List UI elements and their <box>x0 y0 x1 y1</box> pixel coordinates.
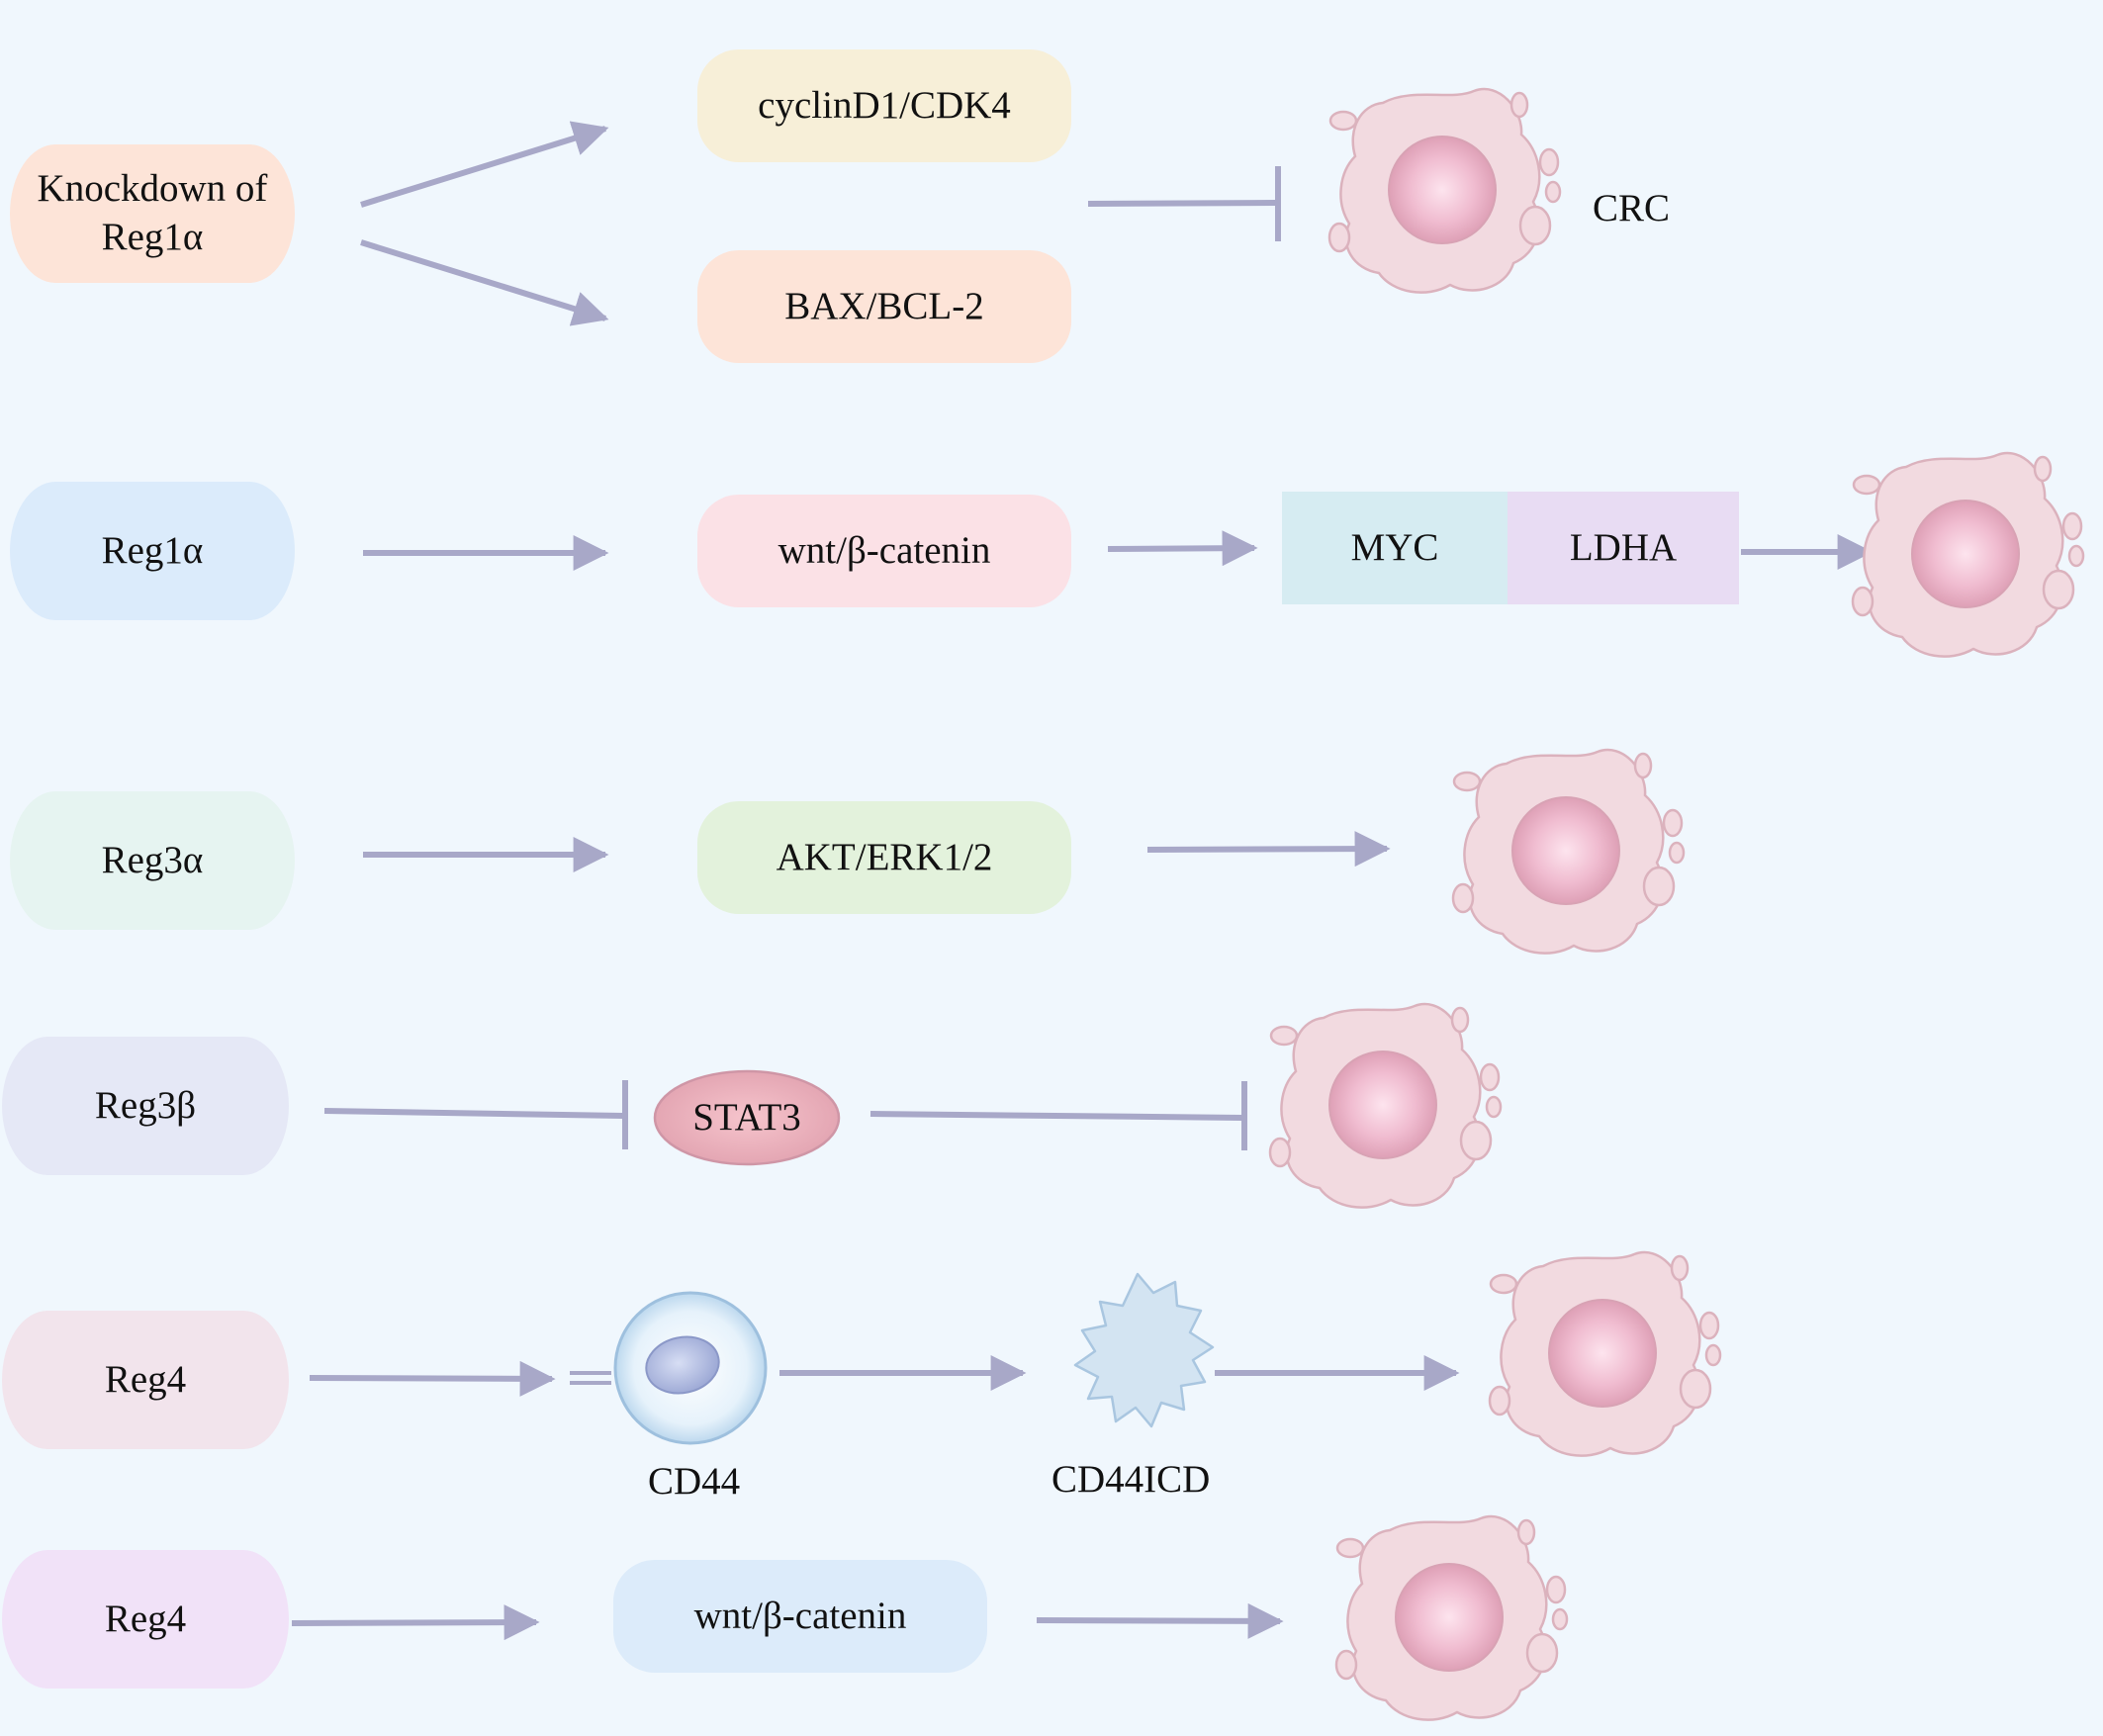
inhibit-line-stat3 <box>869 1111 1243 1121</box>
source-reg3b: Reg3β <box>2 1037 289 1175</box>
source-reg4-wnt: Reg4 <box>2 1550 289 1689</box>
tumor-cell-icon <box>1488 1250 1722 1457</box>
crc-label: CRC <box>1593 187 1671 229</box>
cd44icd-label: CD44ICD <box>1052 1458 1211 1501</box>
tumor-cell-icon <box>1334 1514 1569 1721</box>
cd44-label: CD44 <box>648 1460 741 1503</box>
node-wnt-beta-catenin-row6: wnt/β-catenin <box>613 1560 987 1673</box>
tumor-cell-icon <box>1327 87 1562 294</box>
arrow-reg1a-kd-to-bax <box>360 239 609 326</box>
tumor-cell-icon <box>1451 748 1686 955</box>
stat3-node <box>653 1069 841 1166</box>
node-cyclind1-cdk4: cyclinD1/CDK4 <box>697 49 1071 162</box>
source-reg4: Reg4 <box>2 1311 289 1449</box>
arrow-reg4-to-wnt <box>291 1604 540 1641</box>
arrow-akt-to-cell <box>1146 831 1391 868</box>
arrow-reg1a-kd-to-cyclind1 <box>360 121 609 208</box>
node-akt-erk: AKT/ERK1/2 <box>697 801 1071 914</box>
arrow-wnt-to-cell-row6 <box>1036 1602 1284 1639</box>
tumor-cell-icon <box>1851 451 2085 658</box>
inhibit-line-row1 <box>1087 200 1277 207</box>
stat3-label: STAT3 <box>692 1095 801 1139</box>
cd44-cell-icon <box>613 1291 768 1445</box>
node-ldha: LDHA <box>1508 492 1739 604</box>
node-bax-bcl2: BAX/BCL-2 <box>697 250 1071 363</box>
cd44icd-icon <box>1073 1272 1215 1428</box>
tumor-cell-icon <box>1268 1002 1503 1209</box>
source-reg1a: Reg1α <box>10 482 295 620</box>
arrow-wnt-to-myc <box>1107 530 1258 567</box>
node-myc: MYC <box>1282 492 1508 604</box>
inhibit-line-reg3b <box>323 1108 624 1119</box>
arrow-reg4-to-cd44 <box>309 1360 556 1397</box>
source-knockdown-reg1a: Knockdown of Reg1α <box>10 144 295 283</box>
source-reg3a: Reg3α <box>10 791 295 930</box>
node-wnt-beta-catenin: wnt/β-catenin <box>697 495 1071 607</box>
